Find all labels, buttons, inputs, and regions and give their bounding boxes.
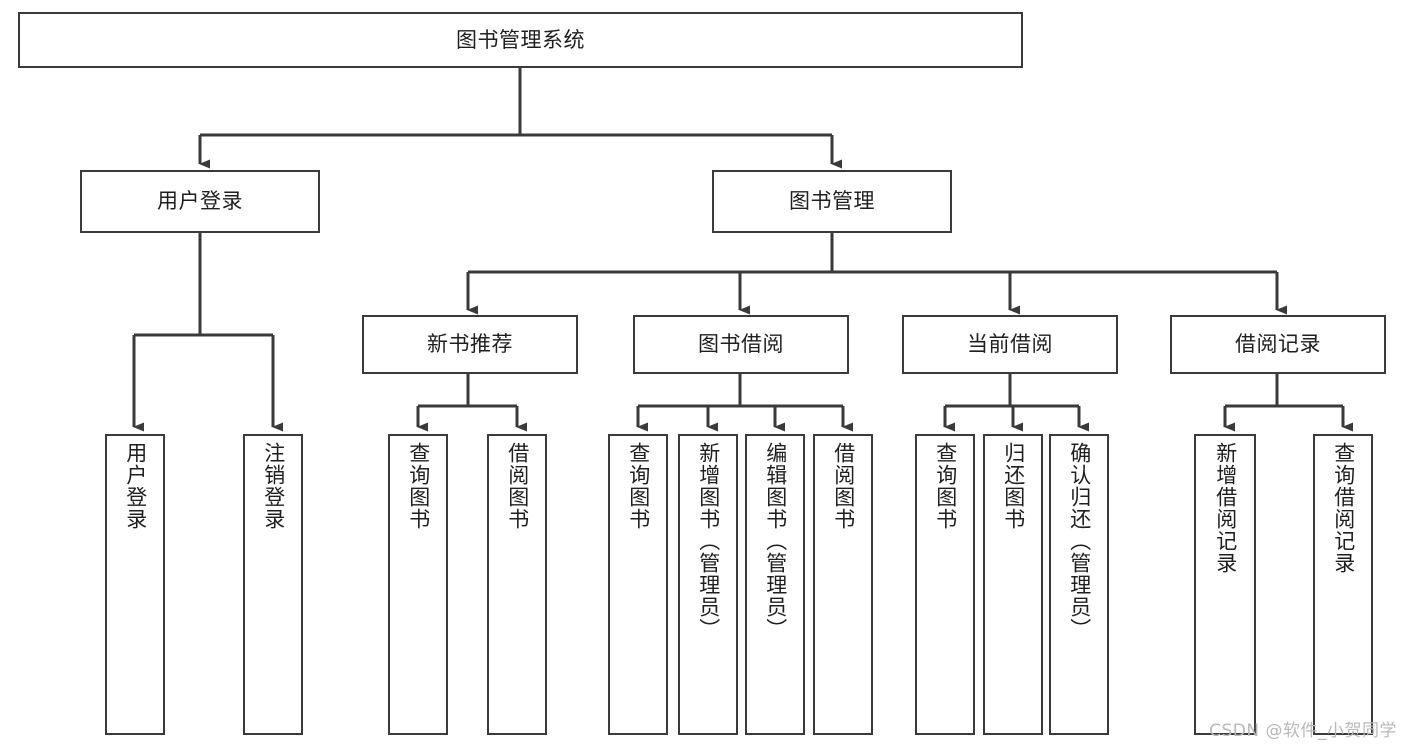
leaf-query-book-borrow[interactable]: 查询图书 <box>608 434 668 735</box>
node-label: 用户登录 <box>157 189 243 214</box>
node-label: 借阅记录 <box>1235 332 1321 357</box>
leaf-borrow-book-recommend[interactable]: 借阅图书 <box>487 434 547 735</box>
leaf-return-book[interactable]: 归还图书 <box>983 434 1043 735</box>
node-label: 借阅图书 <box>831 442 856 530</box>
node-label: 查询图书 <box>626 442 651 530</box>
leaf-query-book-current[interactable]: 查询图书 <box>915 434 975 735</box>
node-current-borrowing[interactable]: 当前借阅 <box>902 315 1118 374</box>
node-book-borrowing[interactable]: 图书借阅 <box>633 315 849 374</box>
csdn-watermark: CSDN @软件_小贺同学 <box>1209 721 1397 741</box>
node-label: 图书管理系统 <box>456 27 585 52</box>
node-label: 查询图书 <box>933 442 958 530</box>
node-label: 当前借阅 <box>967 332 1053 357</box>
node-user-login[interactable]: 用户登录 <box>80 170 320 233</box>
node-borrowing-record[interactable]: 借阅记录 <box>1170 315 1386 374</box>
node-label: 查询借阅记录 <box>1331 442 1356 574</box>
node-label: 确认归还（管理员） <box>1067 442 1092 640</box>
leaf-edit-book-admin[interactable]: 编辑图书（管理员） <box>745 434 805 735</box>
node-label: 图书借阅 <box>698 332 784 357</box>
node-label: 新增借阅记录 <box>1213 442 1238 574</box>
node-label: 图书管理 <box>789 189 875 214</box>
leaf-add-book-admin[interactable]: 新增图书（管理员） <box>678 434 738 735</box>
leaf-add-borrow-record[interactable]: 新增借阅记录 <box>1194 434 1256 735</box>
node-book-management[interactable]: 图书管理 <box>712 170 952 233</box>
node-label: 归还图书 <box>1001 442 1026 530</box>
node-root-book-management-system[interactable]: 图书管理系统 <box>18 12 1023 68</box>
leaf-user-login[interactable]: 用户登录 <box>105 434 165 735</box>
node-label: 用户登录 <box>123 442 148 530</box>
node-label: 借阅图书 <box>505 442 530 530</box>
leaf-confirm-return-admin[interactable]: 确认归还（管理员） <box>1049 434 1109 735</box>
node-label: 新增图书（管理员） <box>696 442 721 640</box>
leaf-borrow-book[interactable]: 借阅图书 <box>813 434 873 735</box>
node-label: 编辑图书（管理员） <box>763 442 788 640</box>
node-label: 新书推荐 <box>427 332 513 357</box>
node-new-book-recommendation[interactable]: 新书推荐 <box>362 315 578 374</box>
leaf-query-book-recommend[interactable]: 查询图书 <box>388 434 448 735</box>
node-label: 查询图书 <box>406 442 431 530</box>
leaf-logout[interactable]: 注销登录 <box>243 434 303 735</box>
node-label: 注销登录 <box>261 442 286 530</box>
leaf-query-borrow-record[interactable]: 查询借阅记录 <box>1313 434 1373 735</box>
